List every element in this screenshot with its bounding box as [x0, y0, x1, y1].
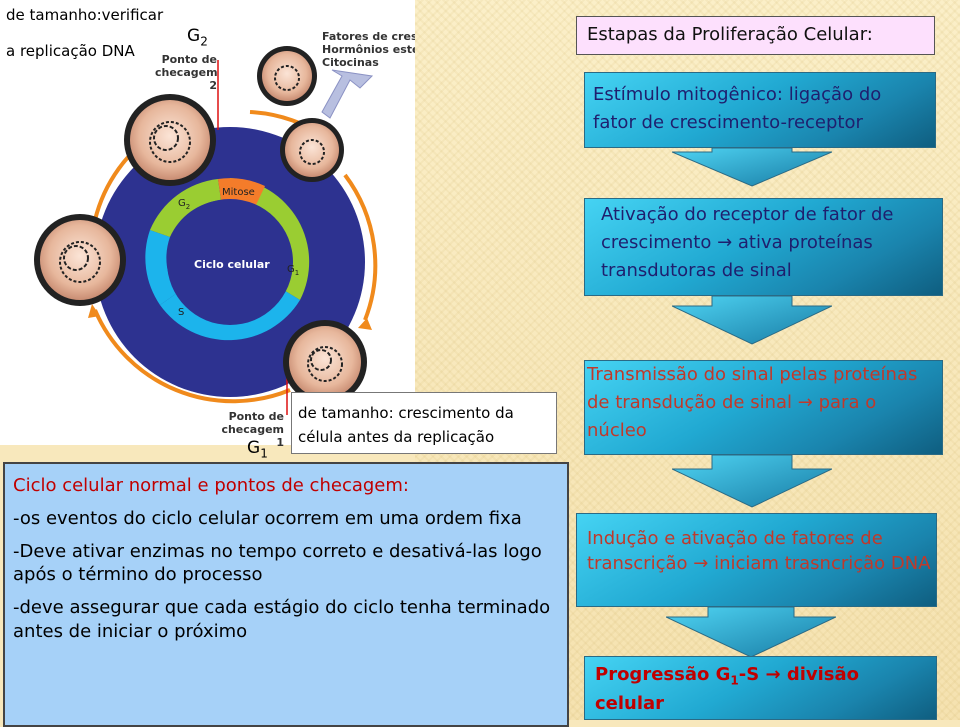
phase-s-arc	[160, 289, 300, 341]
factors-label-line1: Fatores de crescim	[322, 30, 415, 43]
cell-top-left	[124, 94, 216, 186]
cycle-arrow-bottom	[93, 309, 291, 404]
g1-checkpoint-callout: de tamanho: crescimento da célula antes …	[291, 392, 557, 454]
cell-cycle-diagram	[34, 46, 378, 415]
cell-bottom-right	[283, 320, 367, 404]
info-item-1: -os eventos do ciclo celular ocorrem em …	[13, 507, 522, 529]
info-item-3: -deve assegurar que cada estágio do cicl…	[13, 597, 551, 642]
flow-arrow-4	[666, 607, 836, 658]
right-arrow-icon: →	[797, 391, 813, 413]
flow-step-5: Progressão G1-S → divisão celular	[584, 656, 937, 720]
checkpoint2-label-line2: checagem 2	[155, 66, 218, 93]
cycle-arrow-right	[343, 173, 378, 321]
flow-step-4: Indução e ativação de fatores de transcr…	[576, 513, 937, 607]
callout-line1: de tamanho: crescimento da	[298, 404, 514, 422]
cycle-center-label: Ciclo celular	[194, 258, 270, 271]
flow-step-3: Transmissão do sinal pelas proteínas de …	[584, 360, 943, 455]
mitosis-label: Mitose	[222, 187, 255, 198]
right-arrow-icon: →	[765, 664, 781, 685]
checkpoint1-label-line2: checagem 1	[221, 423, 284, 450]
phase-g2-arc	[150, 179, 221, 237]
info-heading: Ciclo celular normal e pontos de checage…	[13, 475, 409, 496]
phase-mitosis-arc	[218, 178, 265, 205]
note-line2: a replicação DNA	[6, 42, 135, 61]
cell-top-small	[257, 46, 317, 106]
callout-line2: célula antes da replicação	[298, 428, 495, 446]
flow-title: Estapas da Proliferação Celular:	[576, 16, 935, 55]
checkpoint2-label-line1: Ponto de	[161, 53, 217, 66]
right-arrow-icon: →	[693, 553, 709, 575]
factors-label-line3: Citocinas	[322, 56, 379, 70]
checkpoints-info-box: Ciclo celular normal e pontos de checage…	[3, 462, 569, 727]
flow-step-1-text: Estímulo mitogênico: ligação do fator de…	[593, 84, 882, 133]
flow-step-1: Estímulo mitogênico: ligação do fator de…	[584, 72, 936, 148]
flow-arrow-3	[672, 455, 832, 508]
info-item-2: -Deve ativar enzimas no tempo correto e …	[13, 540, 542, 586]
g2-phase-label: G2	[178, 198, 191, 211]
cell-left	[34, 214, 126, 306]
cell-right-upper	[280, 118, 344, 182]
checkpoint1-label-line1: Ponto de	[228, 410, 284, 423]
s-phase-label: S	[178, 307, 185, 318]
g2-checkpoint-label: G2	[187, 26, 208, 49]
g1-phase-label: G1	[287, 264, 300, 277]
note-line1: de tamanho:verificar	[6, 6, 164, 24]
flow-arrow-1	[672, 148, 832, 187]
right-arrow-icon: →	[717, 231, 733, 253]
factors-label-line2: Hormônios esteróí	[322, 43, 415, 57]
g1-checkpoint-label: G1	[247, 438, 268, 461]
flow-arrow-2	[672, 296, 832, 345]
signal-arrow	[321, 69, 374, 119]
flow-step-2: Ativação do receptor de fator de crescim…	[584, 198, 943, 296]
